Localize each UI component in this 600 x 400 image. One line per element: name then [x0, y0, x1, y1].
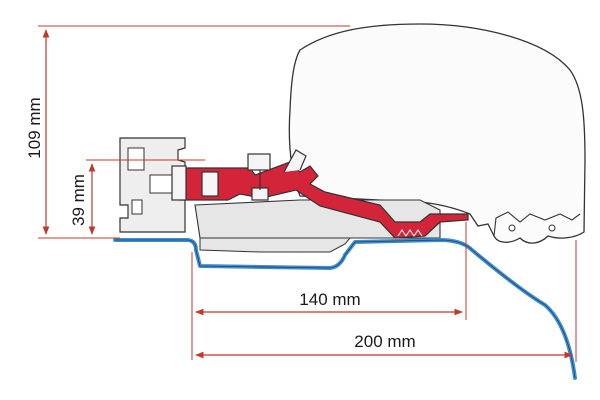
dim-109-label: 109 mm [25, 97, 44, 158]
dim-39-label: 39 mm [69, 174, 88, 226]
mounting-plate-lower [199, 237, 352, 253]
cassette-front-detail [493, 211, 581, 237]
cassette-screw [508, 224, 516, 232]
dim-200-label: 200 mm [354, 332, 415, 351]
cassette-screw [548, 224, 556, 232]
vehicle-roof-line [113, 238, 577, 380]
bolt-head-top [247, 153, 271, 171]
bracket-serration [397, 229, 423, 237]
dim-140-label: 140 mm [299, 290, 360, 309]
vehicle-roof-outline [115, 239, 576, 379]
roof-rail-profile [119, 137, 186, 233]
nut-left [201, 171, 219, 197]
bolt-head-left [171, 165, 187, 201]
hook-clip [283, 149, 307, 173]
